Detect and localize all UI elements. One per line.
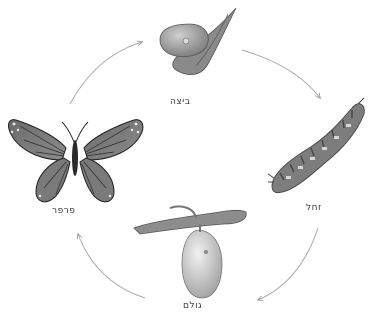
pupa-label: גולם — [183, 301, 202, 311]
egg-on-leaf-icon — [160, 8, 236, 75]
chrysalis-icon — [134, 206, 246, 298]
butterfly-icon — [9, 120, 143, 202]
egg-label: ביצה — [170, 97, 190, 107]
arrow-egg-to-larva — [242, 50, 320, 98]
arrow-larva-to-pupa — [258, 228, 318, 300]
butterfly-label: פרפר — [52, 206, 75, 216]
arrow-butterfly-to-egg — [70, 42, 142, 104]
arrow-pupa-to-butterfly — [78, 234, 145, 298]
larva-label: זחל — [306, 203, 322, 213]
caterpillar-icon — [268, 98, 364, 193]
